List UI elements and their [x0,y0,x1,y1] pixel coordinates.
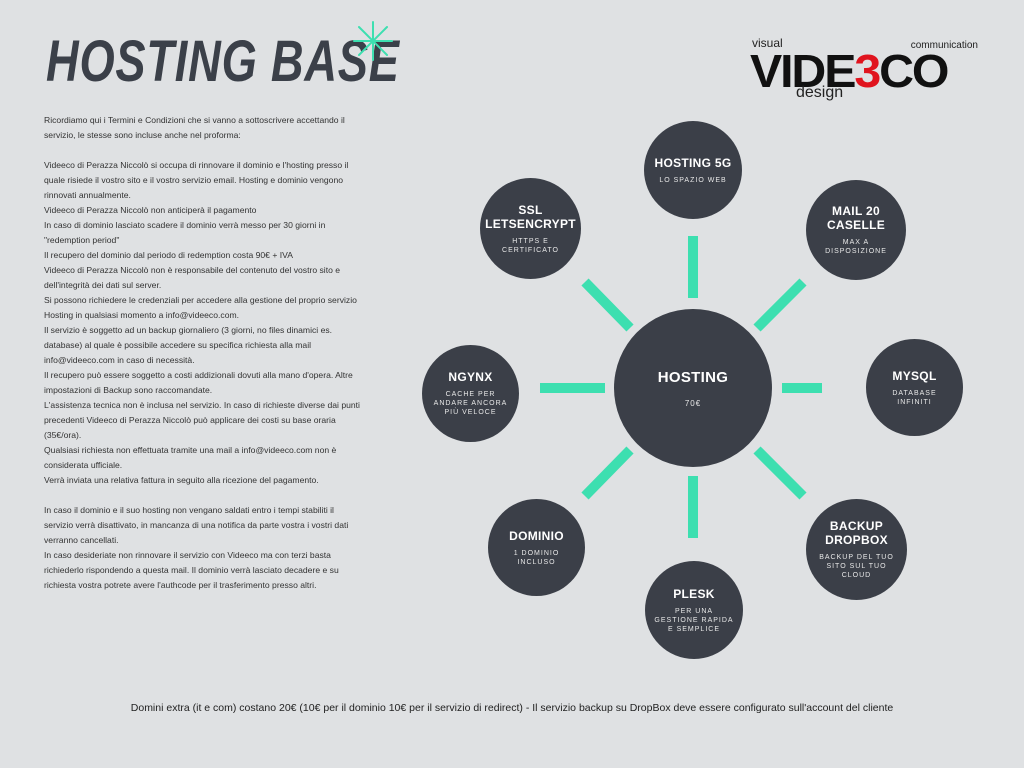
node-title: HOSTING 5G [654,155,732,170]
node-subtitle: HTTPS E CERTIFICATO [502,237,559,254]
connector-line [753,446,807,500]
node-mail: MAIL 20 CASELLE MAX A DISPOSIZIONE [806,180,906,280]
logo-wordmark: VIDE3CO [750,44,949,98]
node-subtitle: MAX A DISPOSIZIONE [825,239,887,255]
node-subtitle: DATABASE INFINITI [892,389,937,406]
logo-design: design [796,84,844,101]
terms-paragraph: Videeco di Perazza Niccolò non è respons… [44,265,341,290]
node-title: PLESK [673,586,715,601]
node-title: SSL LETSENCRYPT [485,202,576,231]
node-subtitle: CACHE PER ANDARE ANCORA PIÙ VELOCE [433,391,508,416]
terms-paragraph: Il servizio è soggetto ad un backup gior… [44,325,333,365]
node-title: MYSQL [892,368,937,383]
node-ssl: SSL LETSENCRYPT HTTPS E CERTIFICATO [480,178,581,279]
node-title: NGYNX [448,370,493,384]
terms-paragraph: Si possono richiedere le credenziali per… [44,295,357,320]
logo-communication: communication [910,40,978,51]
node-hosting-5g: HOSTING 5G LO SPAZIO WEB [644,121,742,219]
node-subtitle: LO SPAZIO WEB [659,176,727,184]
terms-paragraph: Qualsiasi richiesta non effettuata trami… [44,445,337,470]
node-plesk: PLESK PER UNA GESTIONE RAPIDA E SEMPLICE [645,561,743,659]
terms-paragraph: Verrà inviata una relativa fattura in se… [44,475,319,485]
logo-main-b: 3 [854,45,881,97]
terms-paragraph: Il recupero può essere soggetto a costi … [44,370,353,395]
node-subtitle: 70€ [684,398,702,408]
node-title: DOMINIO [509,528,564,543]
videeco-logo: visual communication VIDE3CO design [748,34,980,104]
node-hosting-center: HOSTING 70€ [614,309,772,467]
terms-paragraph: In caso desideriate non rinnovare il ser… [44,550,339,590]
node-ngynx: NGYNX CACHE PER ANDARE ANCORA PIÙ VELOCE [422,345,519,442]
connector-line [581,446,634,500]
logo-visual: visual [752,36,783,50]
terms-paragraph: Ricordiamo qui i Termini e Condizioni ch… [44,115,345,140]
terms-paragraph: In caso di dominio lasciato scadere il d… [44,220,326,245]
node-subtitle: 1 DOMINIO INCLUSO [513,549,560,566]
node-dominio: DOMINIO 1 DOMINIO INCLUSO [488,499,585,596]
node-title: HOSTING [657,368,729,386]
terms-paragraph: L'assistenza tecnica non è inclusa nel s… [44,400,360,440]
node-subtitle: PER UNA GESTIONE RAPIDA E SEMPLICE [654,607,734,633]
footer-note: Domini extra (it e com) costano 20€ (10€… [130,702,894,714]
logo-main-a: VIDE [750,45,856,97]
node-title: MAIL 20 CASELLE [826,204,886,232]
node-mysql: MYSQL DATABASE INFINITI [866,339,963,436]
logo-main-c: CO [879,45,949,97]
node-subtitle: BACKUP DEL TUO SITO SUL TUO CLOUD [819,554,894,579]
connector-line [581,278,634,332]
terms-paragraph: In caso il dominio e il suo hosting non … [44,505,349,545]
page-title: HOSTING BASE [46,29,400,94]
terms-paragraph: Videeco di Perazza Niccolò si occupa di … [44,160,349,200]
terms-paragraph: Videeco di Perazza Niccolò non anticiper… [44,205,257,215]
node-backup-dropbox: BACKUP DROPBOX BACKUP DEL TUO SITO SUL T… [806,499,907,600]
sparkle-icon [353,21,393,61]
node-title: BACKUP DROPBOX [825,519,888,547]
connector-line [753,278,807,332]
terms-text: Ricordiamo qui i Termini e Condizioni ch… [44,113,360,593]
terms-paragraph: Il recupero del dominio dal periodo di r… [44,250,293,260]
